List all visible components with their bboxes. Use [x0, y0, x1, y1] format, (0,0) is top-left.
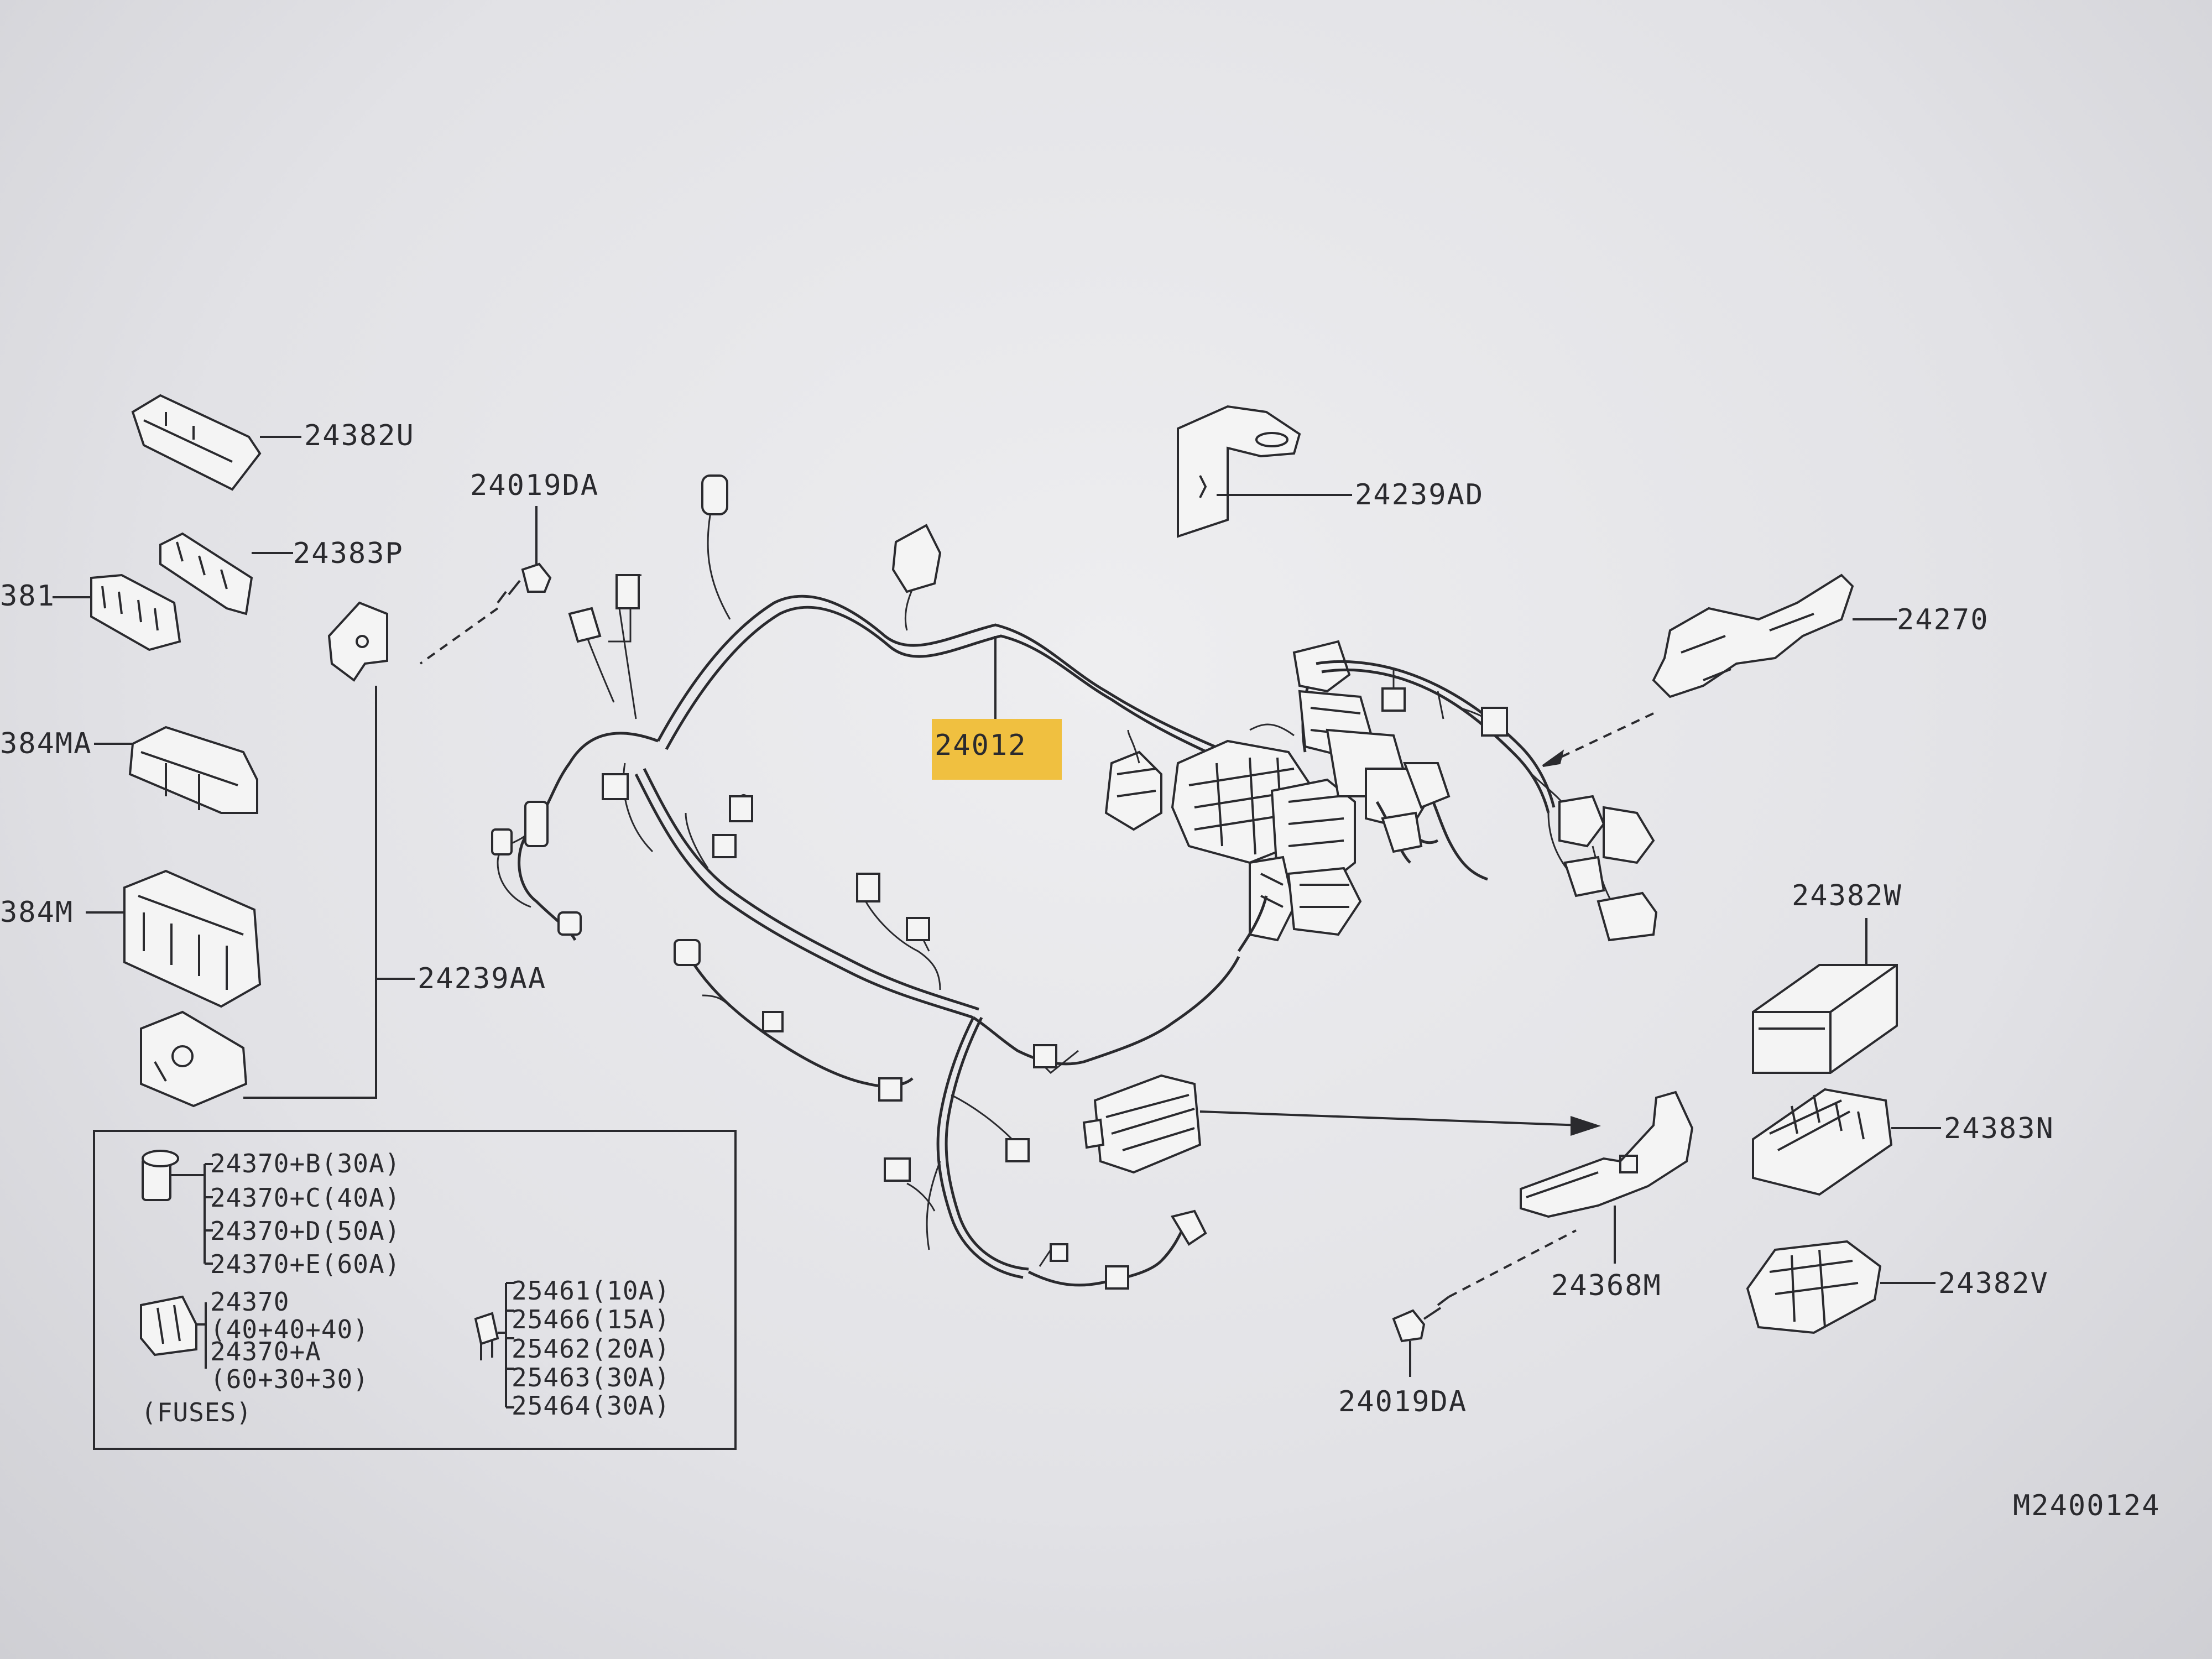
fuse-mini-1: 25466(15A) [512, 1305, 670, 1334]
label-24270: 24270 [1897, 603, 1989, 637]
engine-room-harness-24012[interactable] [491, 474, 1658, 1290]
bolt-24019DA-top[interactable] [497, 506, 552, 604]
bracket-24239AA-upper[interactable] [327, 601, 388, 682]
label-24382W: 24382W [1792, 879, 1902, 912]
label-24012[interactable]: 24012 [935, 729, 1027, 762]
fuse-box-tray-384MA[interactable] [94, 726, 258, 814]
label-384MA: 384MA [0, 727, 92, 760]
fuse-triple-b-line2: (60+30+30) [210, 1364, 369, 1394]
protector-24270[interactable] [1652, 573, 1897, 698]
fuse-bracket-single [170, 1163, 213, 1265]
fuse-box-cover-24382U[interactable] [131, 394, 301, 491]
leader-24012 [979, 636, 997, 731]
fuse-box-body-384M[interactable] [86, 869, 262, 1008]
label-24383N: 24383N [1944, 1112, 2054, 1145]
fuses-caption: (FUSES) [141, 1397, 252, 1427]
label-24019DA-top: 24019DA [470, 469, 599, 502]
fuse-mini-3: 25463(30A) [512, 1363, 670, 1392]
label-24368M: 24368M [1551, 1269, 1662, 1302]
label-24239AD: 24239AD [1355, 478, 1484, 512]
fuse-single-1: 24370+C(40A) [210, 1183, 400, 1213]
fuse-single-3: 24370+E(60A) [210, 1249, 400, 1279]
bolt-path-top [419, 607, 499, 665]
label-24382U: 24382U [304, 419, 415, 452]
fuse-mini-4: 25464(30A) [512, 1391, 670, 1421]
label-381: 381 [0, 580, 55, 613]
bolt-path-bottom [1448, 1229, 1577, 1298]
fuse-block-24383N[interactable] [1752, 1088, 1941, 1196]
install-path-24270 [1553, 712, 1654, 761]
fuse-bracket-triple [196, 1302, 207, 1369]
diagram-code: M2400124 [2013, 1489, 2160, 1522]
fuse-box-cover-24382W[interactable] [1752, 964, 1898, 1074]
fuse-single-2: 24370+D(50A) [210, 1216, 400, 1246]
fuse-triple-b-line1: 24370+A [210, 1337, 321, 1366]
relay-block-381[interactable] [53, 573, 181, 651]
fuse-triple-a-line1: 24370 [210, 1287, 289, 1317]
arrow-24270 [1542, 749, 1564, 767]
bracket-24239AD[interactable] [1177, 405, 1352, 538]
fuse-single-0: 24370+B(30A) [210, 1149, 400, 1178]
label-24383P: 24383P [293, 537, 404, 570]
fuse-block-24382V[interactable] [1746, 1240, 1936, 1334]
fuse-triple-a-line2: (40+40+40) [210, 1314, 369, 1344]
arrow-to-24368M [1199, 1110, 1582, 1126]
label-24019DA-bottom: 24019DA [1338, 1385, 1467, 1418]
highlight-24012 [932, 719, 1062, 780]
fuse-block-24383P[interactable] [159, 532, 293, 615]
bolt-24019DA-bottom[interactable] [1392, 1296, 1450, 1377]
fuse-mini-0: 25461(10A) [512, 1276, 670, 1306]
triple-fuse-icon [140, 1295, 197, 1357]
fuse-mini-2: 25462(20A) [512, 1334, 670, 1364]
leader-24239AA [243, 686, 415, 1099]
bracket-24368M[interactable] [1520, 1091, 1694, 1264]
label-384M: 384M [0, 896, 74, 929]
label-24239AA: 24239AA [418, 962, 546, 995]
label-24382V: 24382V [1938, 1267, 2049, 1300]
fuse-bracket-mini [498, 1282, 514, 1408]
cartridge-fuse-icon [142, 1150, 179, 1201]
fuse-table-frame [93, 1130, 737, 1450]
arrow-head-24368M [1571, 1116, 1601, 1136]
bracket-24239AA-lower[interactable] [140, 1010, 248, 1108]
mini-fuse-icon [474, 1312, 499, 1360]
